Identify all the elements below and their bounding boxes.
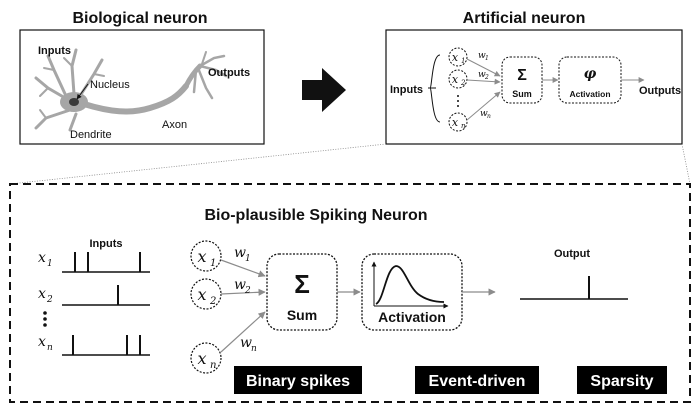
svg-text:x: x (197, 247, 206, 266)
svg-text:x: x (452, 73, 459, 86)
svg-text:w: w (478, 70, 486, 80)
spike-activation-node: Activation (361, 253, 463, 331)
svg-text:w: w (480, 109, 488, 119)
art-sum-node: Σ Sum (501, 56, 543, 104)
svg-text:2: 2 (484, 74, 489, 81)
bio-nucleus-label: Nucleus (90, 79, 130, 91)
activation-curve-icon (371, 261, 449, 309)
bio-inputs-label: Inputs (38, 45, 71, 57)
svg-text:x: x (452, 51, 459, 64)
spike-edge-w2 (220, 288, 266, 296)
art-weight-labels: w 1 w 2 w n (478, 51, 491, 120)
svg-text:x: x (38, 334, 46, 350)
badge-sparsity: Sparsity (577, 366, 667, 394)
svg-text:φ: φ (584, 66, 597, 82)
art-input-xn: x n (448, 112, 468, 132)
svg-text:1: 1 (245, 254, 251, 264)
art-outputs-label: Outputs (639, 85, 681, 97)
art-input-x2: x 2 (448, 69, 468, 89)
svg-text:1: 1 (210, 258, 216, 269)
spike-inputs-label: Inputs (90, 238, 123, 250)
spiking-neuron-panel (9, 183, 691, 403)
svg-text:Sparsity: Sparsity (590, 373, 653, 390)
nucleus (69, 98, 79, 106)
svg-text:x: x (38, 286, 46, 302)
spike-train-ellipsis (43, 311, 47, 327)
svg-text:Event-driven: Event-driven (429, 373, 526, 390)
badge-event-driven: Event-driven (415, 366, 539, 394)
art-ellipsis (457, 95, 459, 107)
svg-text:2: 2 (46, 295, 53, 305)
spiking-neuron-title: Bio-plausible Spiking Neuron (204, 207, 427, 224)
spike-edge-w1 (220, 259, 266, 278)
svg-text:x: x (38, 250, 46, 266)
artificial-neuron-title: Artificial neuron (463, 10, 586, 27)
neuron-illustration (34, 48, 228, 132)
svg-text:n: n (251, 344, 257, 354)
spike-sum-node: Σ Sum (266, 253, 338, 331)
bio-dendrite-label: Dendrite (70, 129, 112, 141)
art-edge-wn (466, 91, 501, 121)
svg-text:1: 1 (461, 57, 465, 65)
art-input-x1: x 1 (448, 47, 468, 67)
art-edge-w1 (466, 58, 501, 77)
svg-text:w: w (234, 277, 246, 293)
svg-text:w: w (240, 335, 252, 351)
svg-text:Sum: Sum (287, 307, 317, 323)
svg-text:Activation: Activation (569, 89, 610, 99)
svg-text:n: n (210, 360, 216, 371)
svg-text:Sum: Sum (512, 89, 532, 99)
art-edge-w2 (466, 78, 501, 85)
svg-text:1: 1 (485, 55, 489, 62)
spike-output-label: Output (554, 248, 590, 260)
zoom-line-left (9, 143, 387, 185)
right-arrow-icon (302, 68, 346, 112)
svg-text:2: 2 (244, 286, 251, 296)
svg-text:x: x (452, 116, 459, 129)
summation-symbol: Σ (294, 269, 310, 299)
svg-text:n: n (47, 343, 53, 353)
biological-neuron-title: Biological neuron (72, 10, 207, 27)
svg-text:n: n (487, 113, 491, 120)
svg-text:1: 1 (47, 259, 53, 269)
spike-input-x1: x 1 (190, 240, 222, 272)
spike-train-x1: x 1 (38, 250, 150, 273)
svg-text:n: n (461, 122, 466, 130)
summation-symbol: Σ (517, 67, 527, 84)
spike-train-x2: x 2 (38, 285, 150, 306)
spike-train-xn: x n (38, 334, 150, 356)
spike-input-x2: x 2 (190, 278, 222, 310)
svg-text:x: x (197, 285, 206, 304)
spike-edge-wn (220, 311, 266, 353)
spike-output-train: Output (520, 248, 628, 300)
svg-text:x: x (197, 349, 206, 368)
bio-axon-label: Axon (162, 119, 187, 131)
nucleus-pointer (76, 83, 89, 100)
svg-text:w: w (478, 51, 486, 61)
spike-weight-labels: w 1 w 2 w n (234, 245, 257, 354)
svg-text:w: w (234, 245, 246, 261)
svg-text:2: 2 (209, 296, 216, 307)
art-inputs-label: Inputs (390, 84, 423, 96)
svg-text:Binary spikes: Binary spikes (246, 373, 350, 390)
bio-outputs-label: Outputs (208, 67, 250, 79)
art-activation-node: φ Activation (558, 56, 622, 104)
svg-text:2: 2 (460, 79, 466, 87)
svg-text:Activation: Activation (378, 309, 446, 325)
spike-input-xn: x n (190, 342, 222, 374)
zoom-line-right (681, 143, 691, 185)
badge-binary-spikes: Binary spikes (234, 366, 362, 394)
